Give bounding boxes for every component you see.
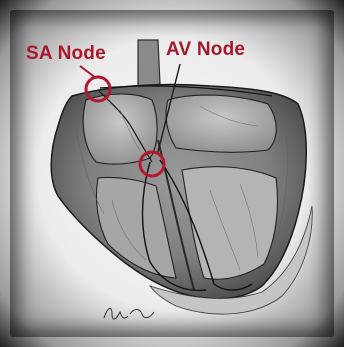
sa-leader-line [80,66,96,78]
av-node-label: AV Node [166,39,245,61]
great-vessel [138,40,160,88]
signature-mark [104,308,154,319]
left-atrium [166,95,276,152]
sa-node-label: SA Node [26,43,106,65]
